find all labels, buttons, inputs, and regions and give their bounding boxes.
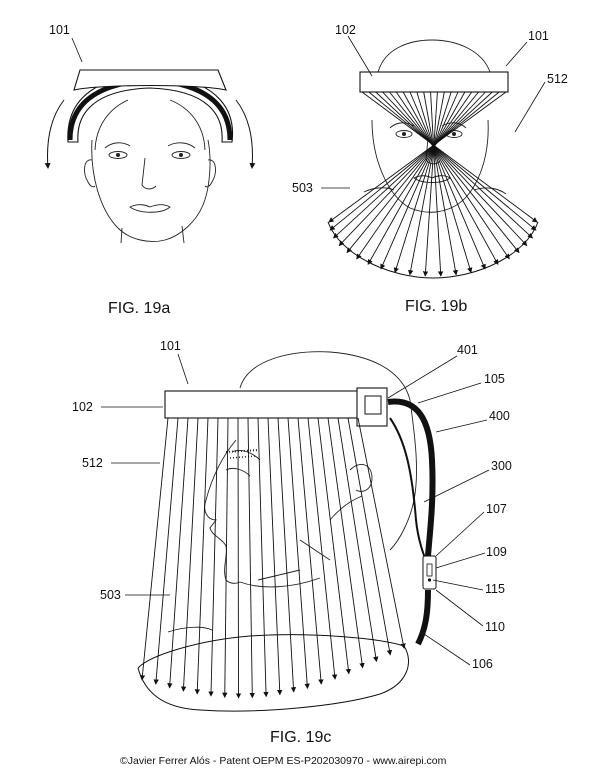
band-19c bbox=[164, 390, 364, 419]
shield-strand-19b bbox=[356, 91, 473, 260]
label-512-b: 512 bbox=[547, 72, 568, 86]
label-101-b: 101 bbox=[528, 29, 549, 43]
shield-strand-19c bbox=[317, 417, 351, 675]
label-109-c: 109 bbox=[486, 545, 507, 559]
caption-19c: FIG. 19c bbox=[270, 729, 331, 746]
shield-strand-19b bbox=[416, 91, 473, 274]
shield-strand-19c bbox=[287, 417, 310, 690]
headband-19a bbox=[67, 69, 234, 143]
label-101-c: 101 bbox=[160, 339, 181, 353]
shield-strand-19b bbox=[346, 91, 479, 254]
shield-strand-19b bbox=[393, 91, 452, 274]
shield-strand-19c bbox=[167, 417, 189, 689]
label-512-c: 512 bbox=[82, 456, 103, 470]
label-107-c: 107 bbox=[486, 502, 507, 516]
label-110-c: 110 bbox=[485, 620, 505, 634]
label-503-b: 503 bbox=[292, 181, 313, 195]
shield-strand-19b bbox=[329, 91, 500, 231]
band-19b bbox=[359, 71, 509, 93]
shield-strand-19b bbox=[380, 91, 459, 270]
shield-strand-19c bbox=[257, 417, 269, 698]
label-400-c: 400 bbox=[489, 409, 510, 423]
shield-strand-19c bbox=[153, 417, 179, 685]
caption-19b: FIG. 19b bbox=[405, 298, 467, 315]
shield-strand-19c bbox=[267, 417, 283, 696]
face-19a bbox=[84, 99, 216, 244]
figure-19a: 101 FIG. 19a bbox=[44, 23, 256, 317]
shield-strand-19c bbox=[297, 417, 324, 685]
shield-strand-19c bbox=[194, 417, 209, 695]
shield-strand-19b bbox=[409, 91, 486, 270]
label-503-c: 503 bbox=[100, 588, 121, 602]
shield-strand-19b bbox=[430, 91, 444, 277]
figure-19b: 102 101 512 503 FIG. 19b bbox=[292, 23, 568, 315]
figure-19c: 101 102 512 503 401 105 400 300 107 109 … bbox=[72, 339, 512, 746]
rotate-arrow-left bbox=[44, 99, 65, 169]
tube-300 bbox=[389, 417, 427, 561]
shield-strand-19c bbox=[277, 417, 297, 693]
head-dome-19b bbox=[377, 39, 491, 73]
shield-strand-19b bbox=[367, 91, 466, 266]
tube-400 bbox=[387, 398, 436, 557]
label-102-c: 102 bbox=[72, 400, 93, 414]
shield-strand-19b bbox=[361, 91, 538, 223]
shield-strand-19b bbox=[389, 91, 520, 254]
shield-strand-19b bbox=[332, 91, 493, 239]
shield-strand-19c bbox=[208, 417, 219, 697]
shield-strand-19c bbox=[139, 417, 169, 681]
label-115-c: 115 bbox=[485, 582, 505, 596]
label-401-c: 401 bbox=[457, 343, 478, 357]
shield-strand-19b bbox=[338, 91, 486, 247]
caption-19a: FIG. 19a bbox=[108, 300, 170, 317]
shield-strand-19b bbox=[328, 91, 507, 223]
shield-strand-19b bbox=[375, 91, 534, 239]
label-101-a: 101 bbox=[49, 23, 70, 37]
label-106-c: 106 bbox=[472, 657, 493, 671]
label-105-c: 105 bbox=[484, 372, 505, 386]
tube-106 bbox=[415, 589, 431, 646]
shield-strand-19b bbox=[422, 91, 438, 277]
rotate-arrow-right bbox=[235, 99, 256, 169]
shield-rim-inner-19c bbox=[137, 634, 405, 669]
shield-strand-19c bbox=[222, 417, 229, 699]
shield-strand-19b bbox=[368, 91, 537, 231]
valve-port-110 bbox=[427, 578, 432, 582]
shield-strand-19b bbox=[382, 91, 528, 247]
eyebrow-19c bbox=[225, 449, 259, 459]
shield-strand-19c bbox=[337, 417, 379, 663]
shield-strand-19c bbox=[247, 417, 255, 699]
shield-rim-19c bbox=[137, 645, 409, 712]
shield-strand-19c bbox=[180, 417, 199, 692]
label-300-c: 300 bbox=[491, 459, 512, 473]
connector-401 bbox=[364, 395, 382, 415]
shield-strand-19c bbox=[347, 417, 393, 656]
shield-strand-19c bbox=[357, 417, 406, 649]
shield-strand-19c bbox=[235, 417, 242, 699]
shield-strand-19c bbox=[327, 417, 365, 669]
shield-strand-19b bbox=[395, 91, 510, 260]
copyright-footer: ©Javier Ferrer Alós - Patent OEPM ES-P20… bbox=[120, 755, 447, 767]
shield-strands-19b bbox=[328, 91, 538, 277]
face-19b bbox=[363, 119, 507, 213]
shield-strand-19b bbox=[402, 91, 499, 266]
shield-strand-19b bbox=[408, 91, 445, 276]
shield-strand-19b bbox=[423, 91, 459, 276]
shield-rim-19b bbox=[327, 221, 539, 279]
shield-strands-19c bbox=[139, 417, 406, 699]
label-102-b: 102 bbox=[335, 23, 356, 37]
valve-window-109 bbox=[426, 563, 433, 577]
